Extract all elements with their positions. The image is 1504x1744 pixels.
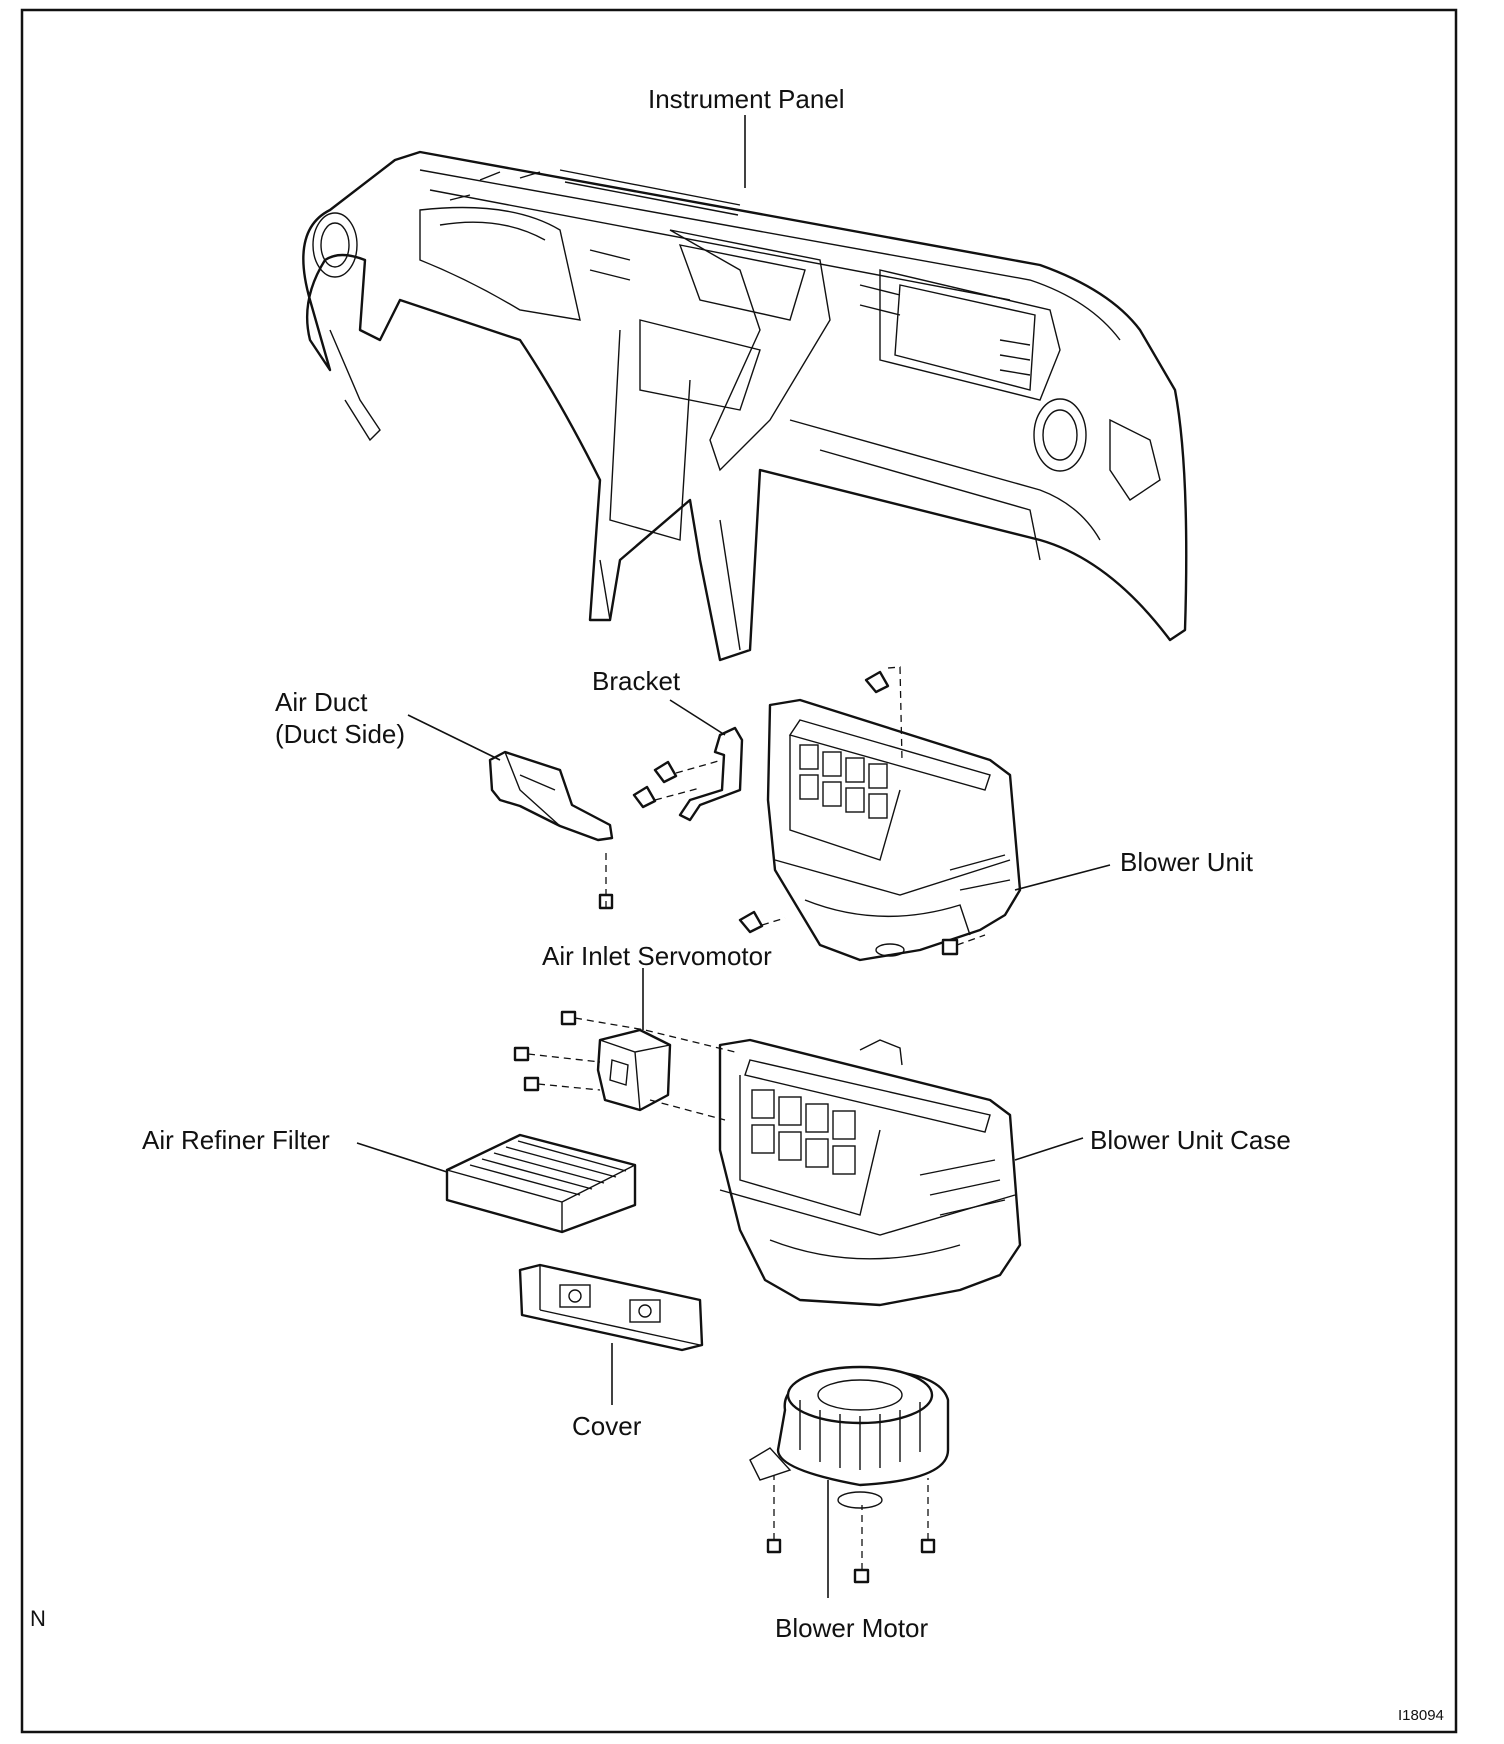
label-bracket: Bracket [592,666,681,696]
figure-code: I18094 [1398,1707,1444,1724]
label-blower-unit-case: Blower Unit Case [1090,1125,1291,1155]
leader-lines [356,115,1111,1598]
air-refiner-filter-drawing [445,1133,637,1234]
blower-unit-case-drawing [718,1038,1022,1307]
figure-frame [20,8,1458,1734]
label-air-inlet-servomotor: Air Inlet Servomotor [542,941,772,971]
air-duct-drawing [488,750,614,842]
label-cover: Cover [572,1411,642,1441]
instrument-panel-drawing [302,150,1188,662]
screws [513,670,959,1584]
label-instrument-panel: Instrument Panel [648,84,845,114]
corner-mark: N [30,1606,46,1631]
label-air-refiner-filter: Air Refiner Filter [142,1125,330,1155]
label-blower-unit: Blower Unit [1120,847,1253,877]
blower-motor-drawing [749,1365,950,1509]
cover-drawing [518,1263,704,1352]
bracket-drawing [678,726,744,822]
alignment-lines [527,666,986,1570]
label-duct-side: (Duct Side) [275,719,406,749]
blower-unit-drawing [766,698,1022,962]
air-inlet-servomotor-drawing [596,1028,672,1112]
label-blower-motor: Blower Motor [775,1613,929,1643]
label-air-duct: Air Duct [275,687,368,717]
